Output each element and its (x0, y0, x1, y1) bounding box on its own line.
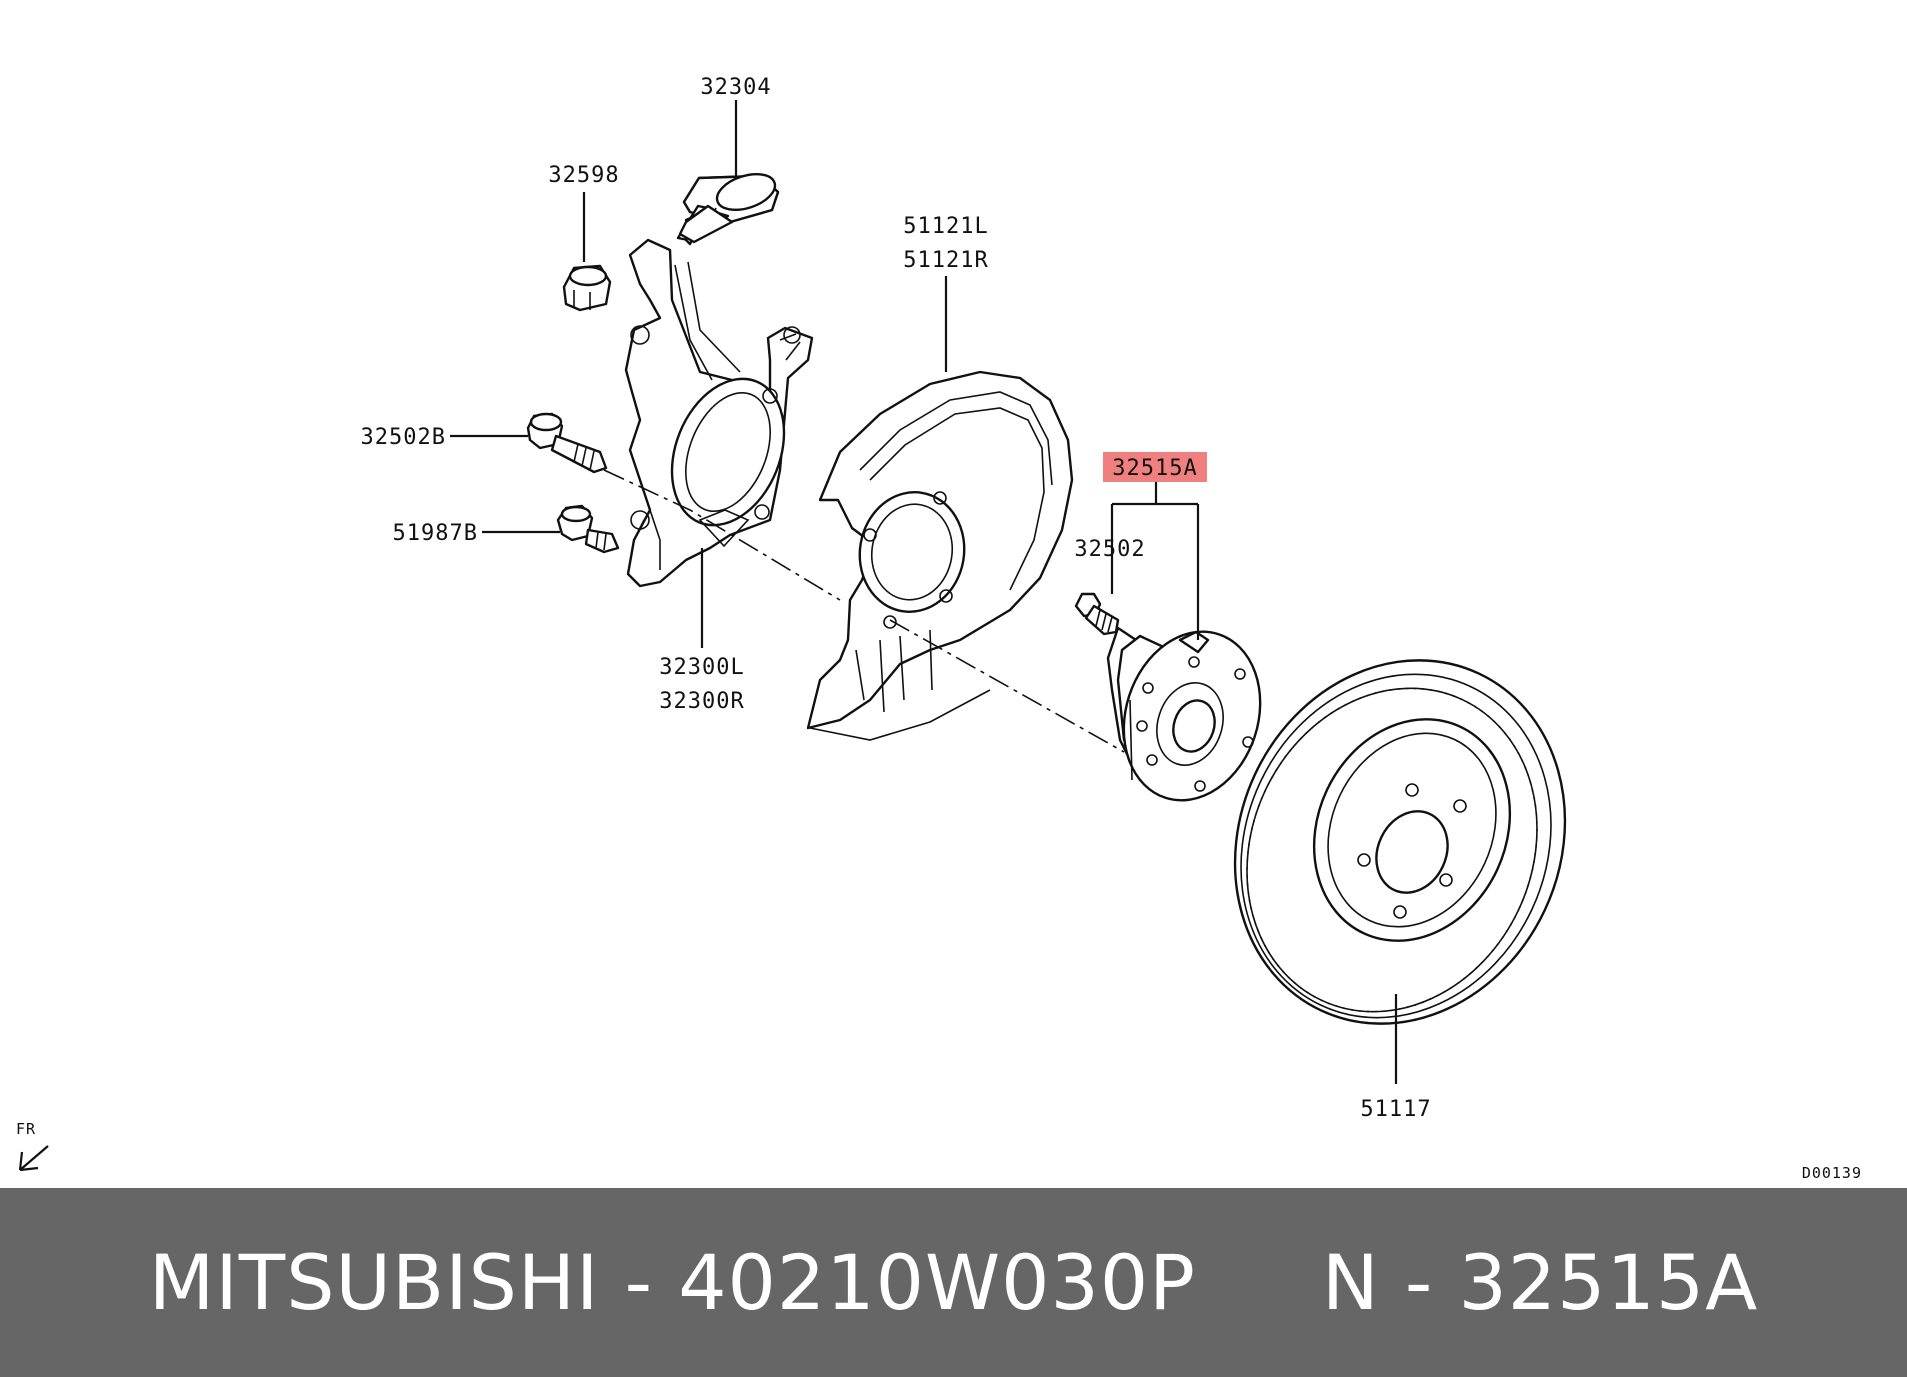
footer-bar: MITSUBISHI - 40210W030P N - 32515A (0, 1188, 1907, 1377)
assembly-axis-line-1 (603, 469, 841, 601)
label-32515A[interactable]: 32515A (1112, 456, 1197, 481)
diagram-code: D00139 (1802, 1164, 1862, 1182)
bolt-32304[interactable] (676, 168, 780, 246)
fr-arrow-icon (18, 1145, 49, 1172)
bolt-32502B[interactable] (526, 412, 608, 474)
bolt-51987B[interactable] (556, 504, 620, 554)
position-code: 32515A (1458, 1238, 1759, 1327)
dust-shield-51121[interactable] (806, 370, 1074, 741)
fr-label: FR (16, 1120, 36, 1138)
label-51117: 51117 (1360, 1097, 1431, 1122)
position-prefix: N (1321, 1238, 1380, 1327)
exploded-parts-diagram: 32304 32598 51121L 51121R 32502B 51987B … (16, 75, 1862, 1182)
label-32502B: 32502B (361, 425, 446, 450)
label-51121L: 51121L (903, 214, 988, 239)
footer-text: MITSUBISHI - 40210W030P N - 32515A (149, 1238, 1758, 1327)
brand-name: MITSUBISHI (148, 1238, 600, 1327)
brake-disc-51117[interactable] (1176, 606, 1623, 1078)
steering-knuckle-32300[interactable] (624, 238, 814, 588)
label-51121R: 51121R (903, 248, 988, 273)
leader-32515A (1110, 478, 1200, 640)
label-32502: 32502 (1074, 537, 1145, 562)
nut-32598[interactable] (562, 264, 612, 312)
label-32598: 32598 (548, 163, 619, 188)
wheel-hub-assembly-32515A[interactable] (1103, 614, 1282, 818)
highlight-32515A (1103, 452, 1207, 482)
label-32300L: 32300L (659, 655, 744, 680)
part-number: 40210W030P (678, 1238, 1197, 1327)
hub-bolt-32502[interactable] (1074, 592, 1120, 636)
assembly-axis-line-2 (889, 619, 1125, 753)
label-32304: 32304 (700, 75, 771, 100)
label-32300R: 32300R (659, 689, 744, 714)
separator-1: - (624, 1238, 654, 1327)
front-direction-marker: FR (16, 1120, 49, 1172)
label-51987B: 51987B (393, 521, 478, 546)
separator-2: - (1404, 1238, 1434, 1327)
